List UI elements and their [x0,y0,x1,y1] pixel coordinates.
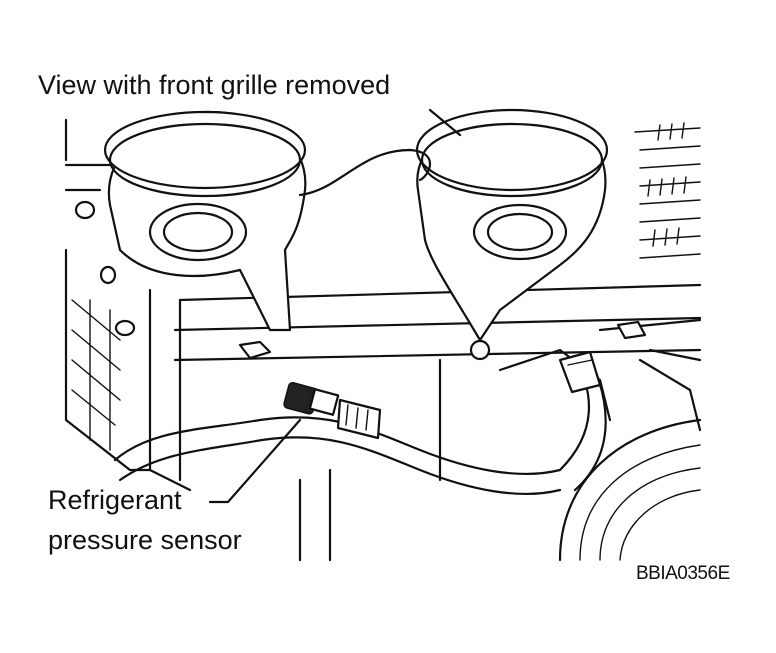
horn-wire [298,148,431,197]
refrigerant-pressure-sensor [283,381,382,440]
diagram-caption: View with front grille removed [38,70,391,100]
grille-fins [634,122,701,259]
callout-label-line1: Refrigerant [48,485,182,515]
harness-connector [558,350,602,394]
figure-id: BBIA0356E [636,563,730,584]
callout-leader [208,418,302,504]
left-horn [103,110,307,332]
clips [74,200,647,360]
radiator-support-frame [64,118,702,562]
callout-label-line2: pressure sensor [48,525,242,555]
leader-to-horn [428,108,462,137]
